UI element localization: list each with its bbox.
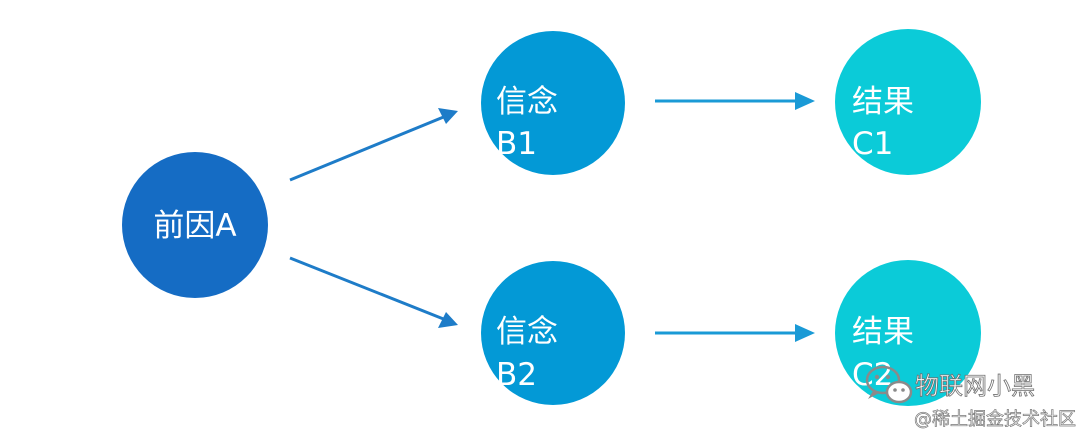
node-result-c2-line1: 结果 (852, 314, 914, 350)
wechat-icon (865, 365, 913, 404)
node-belief-b2-line2: B2 (496, 357, 537, 393)
node-belief-b1: 信念 B1 (481, 31, 625, 175)
node-belief-b1-line2: B1 (496, 126, 537, 162)
node-result-c1-line2: C1 (852, 126, 893, 162)
node-cause-a-label: 前因A (153, 208, 236, 244)
arrow-b1-to-c1 (655, 92, 815, 110)
node-cause-a: 前因A (122, 152, 268, 298)
node-result-c1-line1: 结果 (852, 84, 914, 120)
node-result-c1: 结果 C1 (835, 29, 981, 175)
arrow-a-to-b2 (289, 256, 458, 328)
node-belief-b2: 信念 B2 (481, 261, 625, 405)
arrow-a-to-b1 (289, 108, 458, 182)
node-belief-b1-line1: 信念 (496, 84, 558, 120)
arrow-b2-to-c2 (655, 324, 815, 342)
node-result-c2-line2: C2 (852, 357, 893, 393)
watermark: 物联网小黑 @稀土掘金技术社区 (865, 365, 1076, 430)
watermark-site-name: @稀土掘金技术社区 (914, 409, 1076, 430)
watermark-account-name: 物联网小黑 (915, 372, 1035, 400)
node-belief-b2-line1: 信念 (496, 314, 558, 350)
